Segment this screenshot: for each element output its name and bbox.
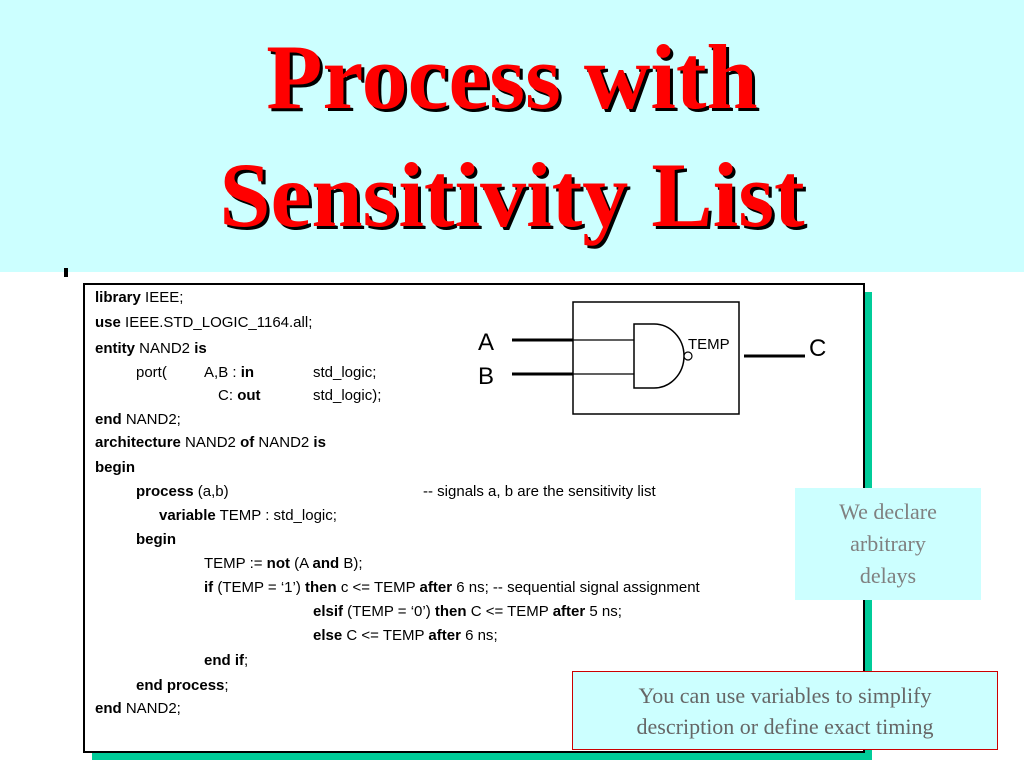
code-line: entity NAND2 is	[95, 340, 207, 357]
nand-gate-diagram: A B TEMP C	[478, 301, 826, 415]
code-line: end process;	[136, 677, 229, 694]
code-line: architecture NAND2 of NAND2 is	[95, 434, 326, 451]
code-line: end NAND2;	[95, 700, 181, 717]
input-a-label: A	[478, 329, 494, 356]
slide-title-line-1: Process with	[266, 26, 758, 128]
code-line: port(	[136, 364, 167, 381]
input-b-label: B	[478, 363, 494, 390]
slide-title: Process with Sensitivity List	[0, 18, 1024, 254]
temp-label: TEMP	[688, 336, 730, 353]
title-band	[0, 0, 1024, 272]
code-line: end if;	[204, 652, 249, 669]
code-line: A,B : in	[204, 364, 255, 381]
note-arbitrary-delays: We declare arbitrary delays	[795, 488, 981, 600]
nand-gate-body	[633, 323, 685, 389]
code-line: begin	[95, 459, 135, 476]
output-c-label: C	[809, 335, 826, 362]
code-line: use IEEE.STD_LOGIC_1164.all;	[95, 314, 313, 331]
code-line: else C <= TEMP after 6 ns;	[313, 627, 498, 644]
code-line: elsif (TEMP = ‘0’) then C <= TEMP after …	[313, 603, 622, 620]
code-line: begin	[136, 531, 176, 548]
note-variables-timing: You can use variables to simplify descri…	[572, 671, 998, 750]
code-line: std_logic);	[313, 387, 382, 404]
note-variables-timing-text: You can use variables to simplify descri…	[636, 682, 934, 739]
code-line: -- signals a, b are the sensitivity list	[423, 483, 656, 500]
code-line: if (TEMP = ‘1’) then c <= TEMP after 6 n…	[204, 579, 700, 596]
nand-inversion-bubble	[683, 351, 693, 361]
code-line: TEMP := not (A and B);	[204, 555, 363, 572]
code-line: end NAND2;	[95, 411, 181, 428]
code-line: process (a,b)	[136, 483, 229, 500]
code-line: std_logic;	[313, 364, 377, 381]
code-line: variable TEMP : std_logic;	[159, 507, 337, 524]
slide-title-line-2: Sensitivity List	[219, 144, 805, 246]
code-line: library IEEE;	[95, 289, 184, 306]
note-arbitrary-delays-text: We declare arbitrary delays	[839, 499, 937, 588]
code-line: C: out	[218, 387, 261, 404]
bullet-marker	[64, 268, 68, 277]
